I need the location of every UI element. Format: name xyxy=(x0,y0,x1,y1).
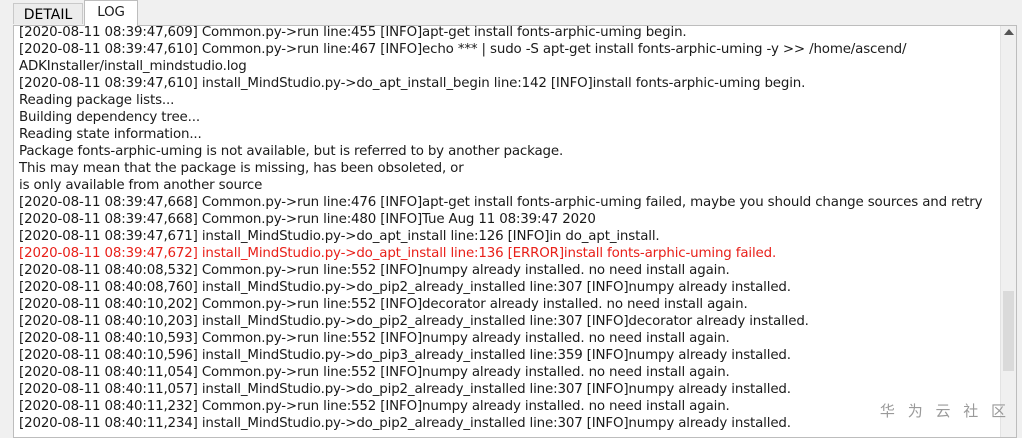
log-line: Building dependency tree... xyxy=(19,110,200,125)
watermark-text: 华 为 云 社 区 xyxy=(879,402,1010,420)
log-line: Package fonts-arphic-uming is not availa… xyxy=(19,144,564,159)
tab-bar: DETAIL LOG xyxy=(0,0,1022,26)
log-line: [2020-08-11 08:39:47,668] Common.py->run… xyxy=(19,212,596,227)
log-line: [2020-08-11 08:40:10,203] install_MindSt… xyxy=(19,314,809,329)
log-panel: [2020-08-11 08:39:47,609] Common.py->run… xyxy=(13,25,1017,438)
arrow-up-icon[interactable] xyxy=(1004,29,1014,35)
tab-log[interactable]: LOG xyxy=(84,0,138,26)
log-output: [2020-08-11 08:39:47,609] Common.py->run… xyxy=(19,25,1001,432)
log-line: [2020-08-11 08:39:47,610] install_MindSt… xyxy=(19,76,806,91)
log-line: ADKInstaller/install_mindstudio.log xyxy=(19,59,247,74)
log-line: [2020-08-11 08:39:47,610] Common.py->run… xyxy=(19,42,907,57)
log-line: [2020-08-11 08:39:47,668] Common.py->run… xyxy=(19,195,983,210)
log-line: Reading package lists... xyxy=(19,93,175,108)
log-line: [2020-08-11 08:40:11,057] install_MindSt… xyxy=(19,382,791,397)
log-line: [2020-08-11 08:40:10,202] Common.py->run… xyxy=(19,297,748,312)
log-line: [2020-08-11 08:40:10,593] Common.py->run… xyxy=(19,331,730,346)
log-line: [2020-08-11 08:40:11,054] Common.py->run… xyxy=(19,365,730,380)
log-line: This may mean that the package is missin… xyxy=(19,161,464,176)
log-line: [2020-08-11 08:39:47,671] install_MindSt… xyxy=(19,229,660,244)
log-line: [2020-08-11 08:40:10,596] install_MindSt… xyxy=(19,348,791,363)
vertical-scrollbar[interactable] xyxy=(1000,26,1016,437)
log-line: [2020-08-11 08:39:47,609] Common.py->run… xyxy=(19,25,687,40)
log-line: [2020-08-11 08:40:08,532] Common.py->run… xyxy=(19,263,730,278)
log-line: is only available from another source xyxy=(19,178,263,193)
log-line: [2020-08-11 08:40:11,232] Common.py->run… xyxy=(19,399,730,414)
log-line: Reading state information... xyxy=(19,127,202,142)
log-line: [2020-08-11 08:40:11,234] install_MindSt… xyxy=(19,416,791,431)
scrollbar-thumb[interactable] xyxy=(1003,291,1014,371)
log-line: [2020-08-11 08:40:08,760] install_MindSt… xyxy=(19,280,791,295)
tab-detail[interactable]: DETAIL xyxy=(13,3,83,24)
log-line-error: [2020-08-11 08:39:47,672] install_MindSt… xyxy=(19,246,777,261)
